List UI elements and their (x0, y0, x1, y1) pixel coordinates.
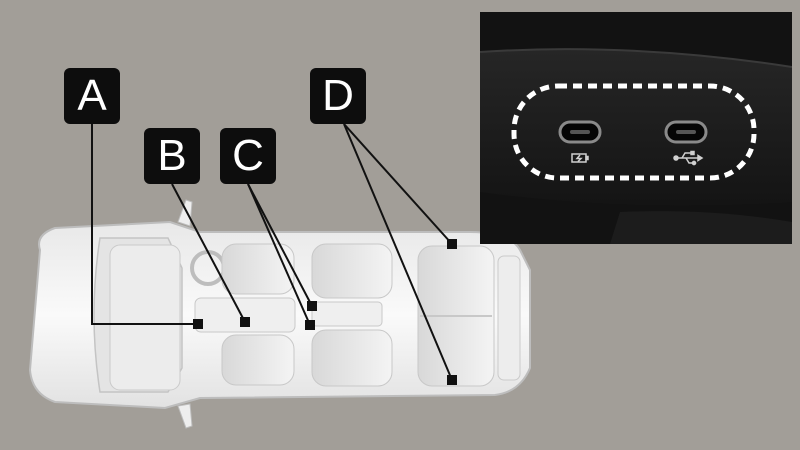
callout-label-d-text: D (322, 74, 354, 118)
right-mirror (178, 404, 192, 428)
callout-label-a-text: A (77, 74, 106, 118)
port-marker-a (193, 319, 203, 329)
dashboard (110, 245, 180, 390)
passenger-seat (222, 335, 294, 385)
usb-port-inset (480, 12, 792, 244)
car-top-view (30, 200, 530, 428)
callout-label-b: B (144, 128, 200, 184)
callout-label-b-text: B (157, 134, 186, 178)
usb-port-inset-drawing (480, 12, 792, 244)
callout-label-a: A (64, 68, 120, 124)
cargo-area (498, 256, 520, 380)
second-row-console (312, 302, 382, 326)
port-marker-c-2 (305, 320, 315, 330)
trim-panel (480, 49, 792, 205)
usb-c-charge-port (560, 122, 600, 142)
callout-label-c-text: C (232, 134, 264, 178)
port-marker-d-1 (447, 239, 457, 249)
port-marker-c-1 (307, 301, 317, 311)
leader-line-d-1 (344, 124, 452, 244)
second-row-left-seat (312, 244, 392, 298)
port-marker-b (240, 317, 250, 327)
second-row-right-seat (312, 330, 392, 386)
callout-label-c: C (220, 128, 276, 184)
usb-c-data-port (666, 122, 706, 142)
left-mirror (178, 200, 192, 226)
port-marker-d-2 (447, 375, 457, 385)
callout-label-d: D (310, 68, 366, 124)
